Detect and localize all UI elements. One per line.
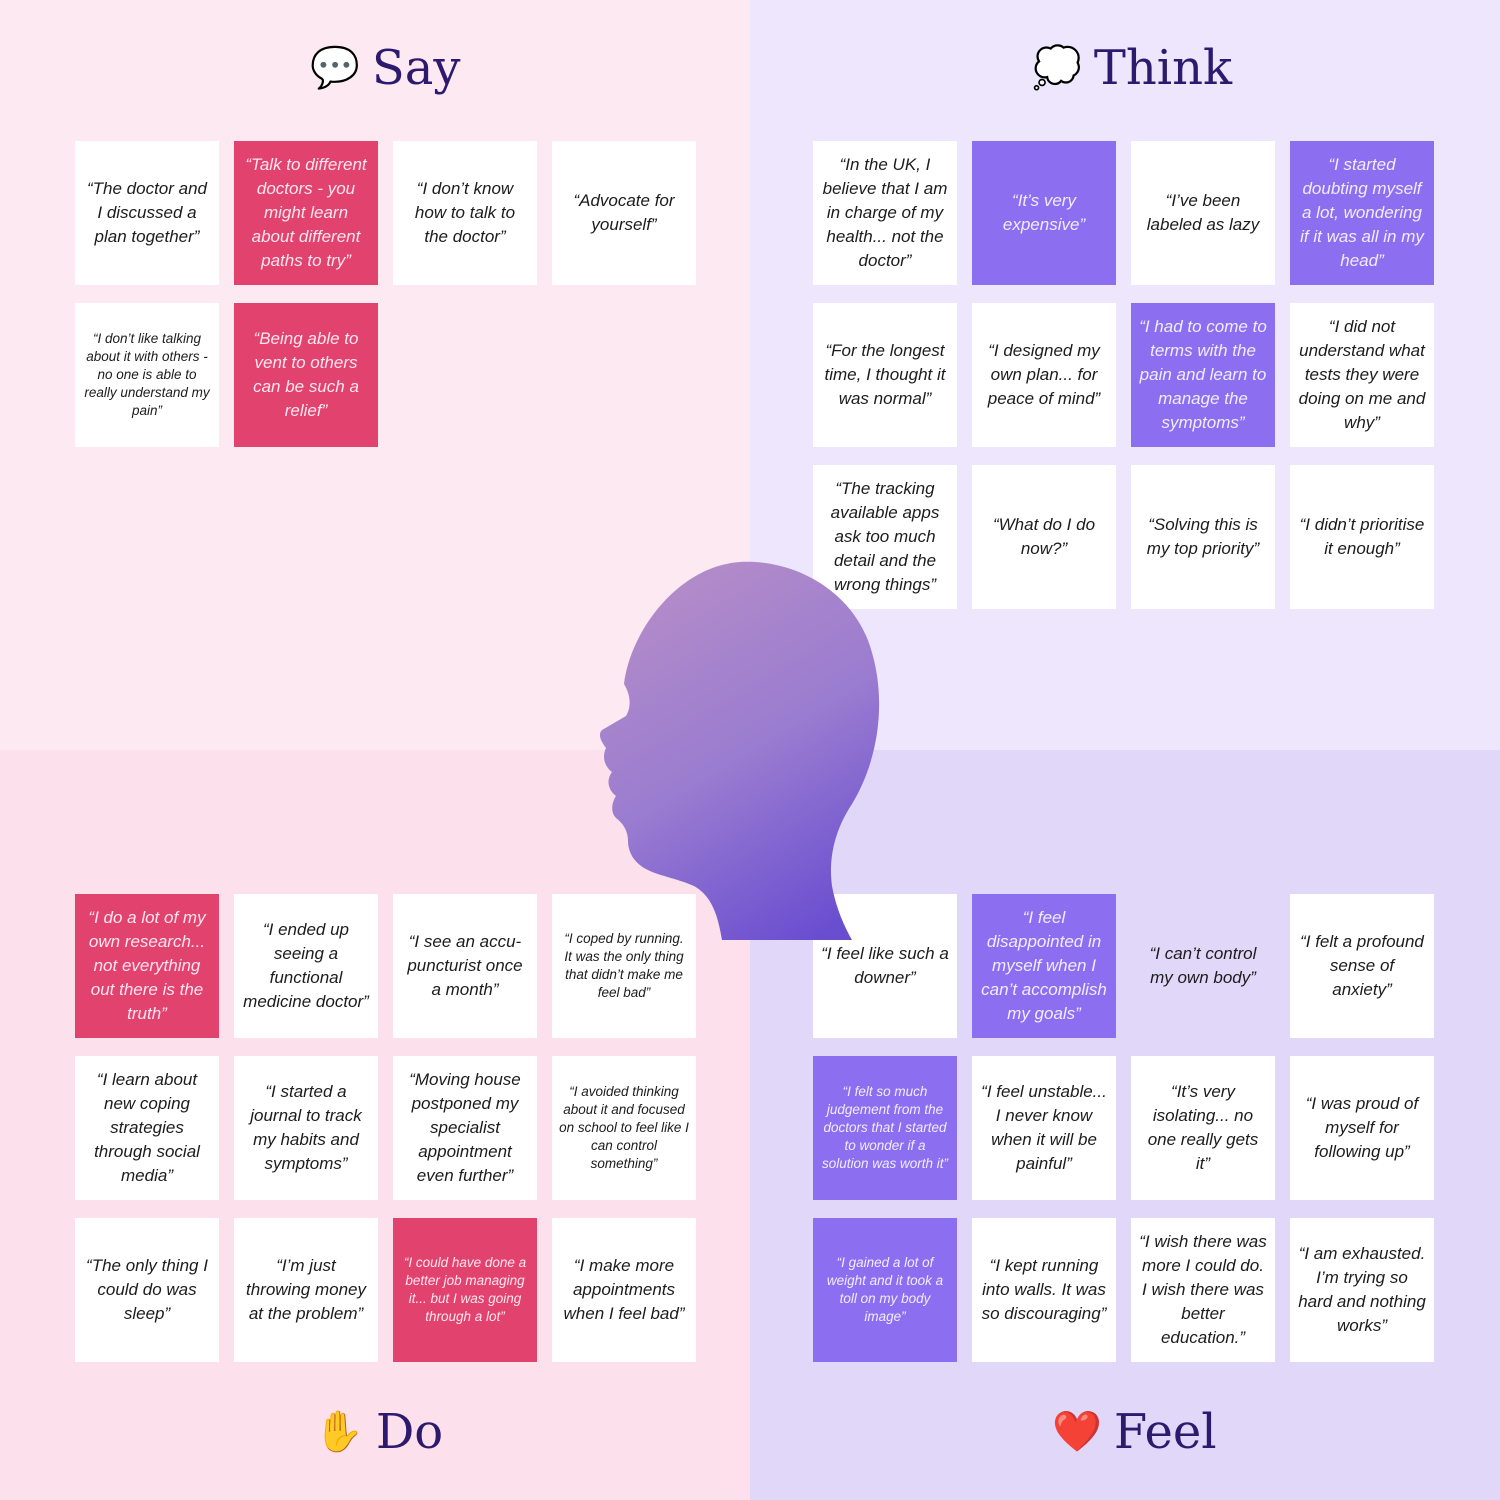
feel-sticky-note[interactable]: “I feel disappointed in myself when I ca…: [972, 894, 1116, 1038]
think-sticky-note[interactable]: “I designed my own plan... for peace of …: [972, 303, 1116, 447]
do-sticky-note[interactable]: “I do a lot of my own research... not ev…: [75, 894, 219, 1038]
do-sticky-note[interactable]: “I could have done a better job managing…: [393, 1218, 537, 1362]
feel-sticky-note[interactable]: “I feel unstable... I never know when it…: [972, 1056, 1116, 1200]
do-sticky-note[interactable]: “I avoided thinking about it and focused…: [552, 1056, 696, 1200]
feel-sticky-note[interactable]: “I was proud of myself for following up”: [1290, 1056, 1434, 1200]
think-sticky-note[interactable]: “For the longest time, I thought it was …: [813, 303, 957, 447]
say-sticky-note[interactable]: “Being able to vent to others can be suc…: [234, 303, 378, 447]
feel-title-text: Feel: [1113, 1404, 1217, 1460]
think-sticky-note[interactable]: “It’s very expensive”: [972, 141, 1116, 285]
think-title-text: Think: [1093, 40, 1233, 96]
feel-sticky-note[interactable]: “I am exhausted. I’m trying so hard and …: [1290, 1218, 1434, 1362]
think-sticky-note[interactable]: “I started doubting myself a lot, wonder…: [1290, 141, 1434, 285]
say-sticky-note[interactable]: “I don’t know how to talk to the doctor”: [393, 141, 537, 285]
do-sticky-note[interactable]: “I make more appointments when I feel ba…: [552, 1218, 696, 1362]
think-sticky-note[interactable]: “I had to come to terms with the pain an…: [1131, 303, 1275, 447]
think-sticky-note[interactable]: “Solving this is my top priority”: [1131, 465, 1275, 609]
do-sticky-note[interactable]: “I learn about new coping strategies thr…: [75, 1056, 219, 1200]
do-sticky-note[interactable]: “I coped by running. It was the only thi…: [552, 894, 696, 1038]
think-title: 💭 Think: [1032, 44, 1232, 92]
say-title-text: Say: [371, 40, 461, 96]
feel-sticky-note[interactable]: “I felt so much judgement from the docto…: [813, 1056, 957, 1200]
do-title-text: Do: [375, 1404, 444, 1460]
think-sticky-note[interactable]: “The tracking available apps ask too muc…: [813, 465, 957, 609]
think-sticky-note[interactable]: “I did not understand what tests they we…: [1290, 303, 1434, 447]
think-sticky-note[interactable]: “I’ve been labeled as lazy: [1131, 141, 1275, 285]
head-silhouette: [599, 561, 880, 940]
do-sticky-note[interactable]: “I started a journal to track my habits …: [234, 1056, 378, 1200]
do-sticky-note[interactable]: “I see an accu-puncturist once a month”: [393, 894, 537, 1038]
say-sticky-note[interactable]: “Talk to different doctors - you might l…: [234, 141, 378, 285]
say-title: 💬 Say: [310, 44, 460, 92]
raised-hand-icon: ✋: [314, 1409, 364, 1455]
feel-sticky-note[interactable]: “I gained a lot of weight and it took a …: [813, 1218, 957, 1362]
feel-sticky-note[interactable]: “I kept running into walls. It was so di…: [972, 1218, 1116, 1362]
do-sticky-note[interactable]: “I ended up seeing a functional medicine…: [234, 894, 378, 1038]
say-sticky-note[interactable]: “I don’t like talking about it with othe…: [75, 303, 219, 447]
thought-bubble-icon: 💭: [1032, 45, 1082, 91]
do-sticky-note[interactable]: “I’m just throwing money at the problem”: [234, 1218, 378, 1362]
do-sticky-note[interactable]: “Moving house postponed my specialist ap…: [393, 1056, 537, 1200]
think-sticky-note[interactable]: “What do I do now?”: [972, 465, 1116, 609]
do-title: ✋ Do: [314, 1408, 443, 1456]
feel-sticky-note[interactable]: “I can’t control my own body”: [1149, 944, 1257, 987]
think-sticky-note[interactable]: “In the UK, I believe that I am in charg…: [813, 141, 957, 285]
feel-title: ❤️ Feel: [1052, 1408, 1217, 1456]
feel-sticky-note[interactable]: “It’s very isolating... no one really ge…: [1131, 1056, 1275, 1200]
say-sticky-note[interactable]: “Advocate for yourself”: [552, 141, 696, 285]
say-notes-grid: “The doctor and I discussed a plan toget…: [75, 141, 696, 447]
think-sticky-note[interactable]: “I didn’t prioritise it enough”: [1290, 465, 1434, 609]
do-sticky-note[interactable]: “The only thing I could do was sleep”: [75, 1218, 219, 1362]
speech-bubble-icon: 💬: [310, 45, 360, 91]
feel-sticky-note[interactable]: “I wish there was more I could do. I wis…: [1131, 1218, 1275, 1362]
red-heart-icon: ❤️: [1052, 1409, 1102, 1455]
feel-notes-grid: “I feel like such a downer”“I feel disap…: [813, 894, 1434, 1362]
say-sticky-note[interactable]: “The doctor and I discussed a plan toget…: [75, 141, 219, 285]
do-notes-grid: “I do a lot of my own research... not ev…: [75, 894, 696, 1362]
think-notes-grid: “In the UK, I believe that I am in charg…: [813, 141, 1434, 609]
feel-sticky-note[interactable]: “I felt a profound sense of anxiety”: [1290, 894, 1434, 1038]
